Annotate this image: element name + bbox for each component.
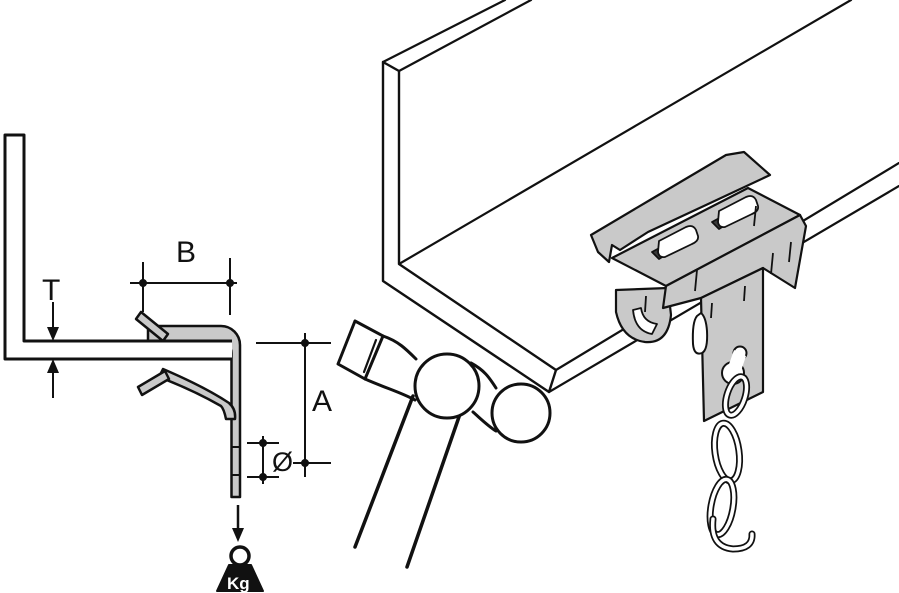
beam-end-face (381, 60, 558, 394)
rod-tick-marks (231, 446, 240, 476)
dim-A-label: A (312, 385, 332, 418)
clip-punched-tab (651, 225, 700, 260)
down-arrow-icon (47, 327, 59, 341)
dimension-T: T (42, 274, 60, 398)
hammer-face (336, 319, 385, 381)
load-arrow-icon (232, 528, 244, 542)
kg-weight-label: Kg (227, 574, 250, 593)
dimension-diameter: Ø (247, 436, 293, 484)
dim-diameter-label: Ø (272, 447, 293, 477)
load-symbol: Kg (216, 505, 264, 593)
hammer-head (336, 319, 552, 444)
clip-punched-tab (711, 195, 760, 230)
hammer (336, 319, 552, 569)
beam-silhouette (383, 0, 899, 392)
chain-link (710, 419, 744, 485)
clip-top-flap (589, 150, 772, 264)
dim-B-label: B (176, 236, 196, 269)
clip-section-lower-arm (157, 367, 237, 421)
clip-tooth-upper (134, 310, 170, 343)
chain (706, 373, 756, 553)
hammer-handle (353, 394, 462, 569)
angle-profile (3, 133, 232, 361)
kg-weight-icon: Kg (216, 545, 264, 593)
section-view: B T A Ø (3, 133, 332, 593)
perspective-view (336, 0, 899, 569)
chain-link (706, 475, 756, 553)
clip-claw-channel (632, 307, 658, 335)
ball-peen (490, 382, 552, 444)
beam-clip (589, 150, 808, 423)
dimension-B: B (130, 236, 237, 315)
dim-T-label: T (42, 274, 60, 307)
clip-front-face (661, 213, 808, 310)
hammer-eye (413, 352, 481, 420)
clip-curl-tab (691, 312, 709, 355)
chain-link (721, 373, 751, 419)
dimension-A: A (256, 333, 332, 477)
crease-marks (644, 205, 792, 319)
up-arrow-icon (47, 359, 59, 373)
clip-tooth-lower (136, 369, 171, 397)
